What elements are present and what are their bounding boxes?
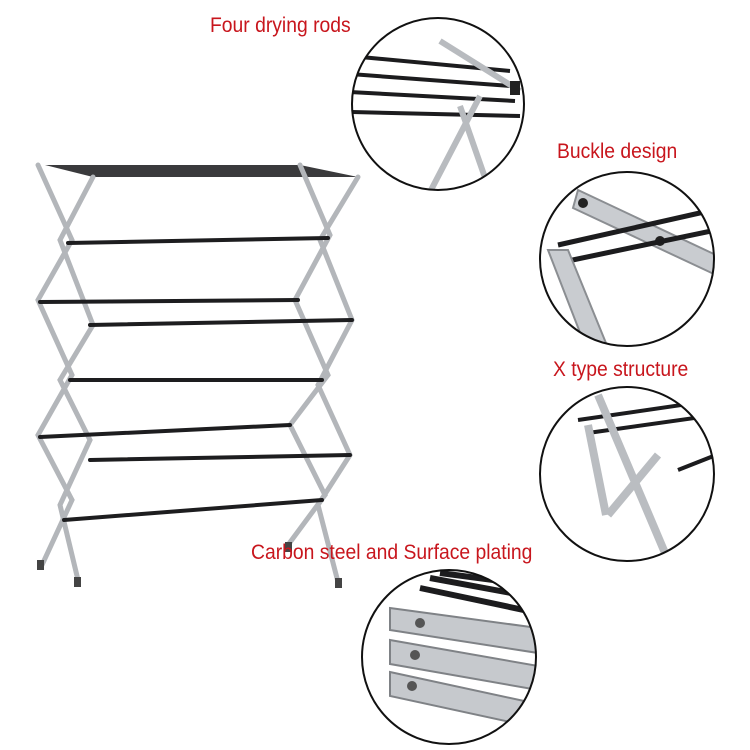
right-x-frame [285, 162, 361, 585]
label-buckle-design: Buckle design [557, 140, 678, 163]
plating-rivet-icon [415, 618, 425, 628]
rack-feet [37, 542, 342, 588]
label-carbon-steel-plating: Carbon steel and Surface plating [251, 541, 533, 564]
detail-circle-x-structure [539, 386, 715, 562]
label-four-drying-rods: Four drying rods [210, 14, 351, 37]
detail-circle-rods [351, 17, 525, 191]
left-x-frame [35, 162, 96, 583]
label-x-type-structure: X type structure [553, 358, 689, 381]
drying-rods [38, 236, 354, 522]
buckle-rivet-icon [578, 198, 588, 208]
detail-circle-carbon-steel [361, 569, 537, 745]
top-shelf [45, 165, 358, 177]
detail-circle-buckle [539, 171, 715, 347]
